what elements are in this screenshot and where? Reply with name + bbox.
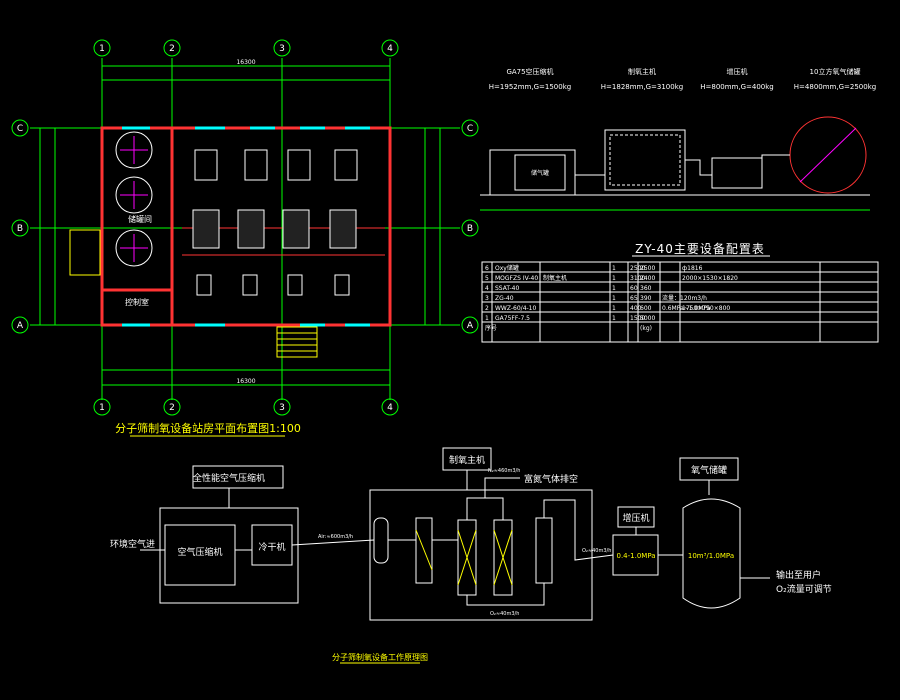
- flow-compressor-group: 全性能空气压缩机: [193, 472, 265, 484]
- grid-row-b-left: B: [17, 224, 23, 234]
- table-cell: GA75FF-7.5: [495, 315, 530, 322]
- table-cell: 5000: [640, 315, 655, 322]
- flow-booster-spec: 0.4-1.0MPa: [616, 552, 655, 560]
- flow-booster: 增压机: [622, 512, 649, 524]
- grid-col-1-bottom: 1: [99, 403, 105, 413]
- table-cell: ZG-40: [495, 295, 514, 302]
- table-cell: 1750×750×800: [682, 305, 730, 312]
- flow-o2-rate-b: O₂≈40m3/h: [490, 611, 519, 617]
- table-cell: MOGFZS IV-40: [495, 275, 538, 282]
- table-cell: 360: [640, 285, 652, 292]
- grid-row-c-right: C: [467, 124, 473, 134]
- table-cell: 1: [612, 285, 616, 292]
- elev-spec-2: H=800mm,G=400kg: [700, 83, 774, 91]
- elev-spec-1: H=1828mm,G=3100kg: [601, 83, 683, 91]
- table-cell: 4: [485, 285, 489, 292]
- table-cell: 1500: [630, 315, 645, 322]
- elev-box-label: 储气罐: [531, 169, 549, 177]
- table-cell: 1: [612, 275, 616, 282]
- table-cell: WWZ-60/4-10: [495, 305, 536, 312]
- table-cell: 6: [485, 265, 489, 272]
- table-cell: ф1816: [682, 265, 703, 272]
- grid-row-c-left: C: [17, 124, 23, 134]
- grid-row-a-right: A: [467, 321, 474, 331]
- flow-dryer: 冷干机: [258, 541, 285, 553]
- table-cell: 2500: [630, 265, 645, 272]
- grid-row-b-right: B: [467, 224, 473, 234]
- flow-air-compressor: 空气压缩机: [177, 546, 222, 558]
- elev-name-3: 10立方氧气储罐: [810, 67, 861, 76]
- room-label-tank: 储罐间: [128, 214, 152, 224]
- equipment-elevation: GA75空压缩机 H=1952mm,G=1500kg 制氧主机 H=1828mm…: [480, 67, 876, 211]
- table-cell: 65: [630, 295, 638, 302]
- grid-col-3-top: 3: [279, 44, 285, 54]
- table-cell: 5: [485, 275, 489, 282]
- elev-name-2: 增压机: [727, 67, 748, 76]
- floor-plan: 1 2 3 4 1 2 3 4 C B A C B A 16300 16300: [11, 39, 479, 437]
- grid-col-3-bottom: 3: [279, 403, 285, 413]
- flow-tank: 氧气储罐: [691, 464, 727, 476]
- grid-row-a-left: A: [17, 321, 24, 331]
- table-cell: 2000×1530×1820: [682, 275, 738, 282]
- table-cell: 1: [612, 315, 616, 322]
- table-cell: 600: [640, 305, 652, 312]
- table-cell: 3: [485, 295, 489, 302]
- table-cell: 3100: [630, 275, 645, 282]
- flow-n2-rate: N₂≈460m3/h: [488, 468, 520, 474]
- table-title: ZY-40主要设备配置表: [635, 242, 765, 256]
- table-cell: 流量：120m3/h: [662, 294, 707, 302]
- elev-name-1: 制氧主机: [628, 67, 656, 76]
- table-cell: 2400: [640, 275, 655, 282]
- elev-name-0: GA75空压缩机: [506, 67, 553, 76]
- table-cell: 序号: [485, 324, 497, 332]
- table-cell: 1: [612, 305, 616, 312]
- grid-col-2-bottom: 2: [169, 403, 175, 413]
- table-cell: (kg): [640, 325, 652, 332]
- flow-tank-spec: 10m³/1.0MPa: [688, 552, 734, 560]
- dim-total-top: 16300: [236, 59, 255, 66]
- grid-col-4-top: 4: [387, 44, 393, 54]
- dim-total-bottom: 16300: [236, 378, 255, 385]
- table-cell: 2500: [640, 265, 655, 272]
- table-cell: 1: [612, 265, 616, 272]
- grid-col-2-top: 2: [169, 44, 175, 54]
- flow-air-in: 环境空气进: [110, 538, 155, 550]
- table-cell: Oxy储罐: [495, 264, 519, 272]
- elev-spec-3: H=4800mm,G=2500kg: [794, 83, 876, 91]
- grid-col-1-top: 1: [99, 44, 105, 54]
- floor-plan-title: 分子筛制氧设备站房平面布置图1:100: [115, 421, 301, 435]
- process-flow: 全性能空气压缩机 环境空气进 空气压缩机 冷干机 制氧主机 富氮气体排空 增压机…: [110, 447, 832, 664]
- table-cell: 0.6MPa~1.0MPa: [662, 305, 711, 312]
- flow-output-1: 输出至用户: [776, 569, 821, 581]
- flow-air-rate: Air:≈600m3/h: [318, 534, 353, 540]
- table-cell: 1: [485, 315, 489, 322]
- grid-col-4-bottom: 4: [387, 403, 393, 413]
- flow-output-2: O₂流量可调节: [776, 583, 832, 595]
- table-cell: 1: [612, 295, 616, 302]
- table-cell: SSAT-40: [495, 285, 519, 292]
- flow-o2-rate: O₂≈40m3/h: [582, 548, 611, 554]
- flow-vent: 富氮气体排空: [524, 473, 578, 485]
- table-cell: 2: [485, 305, 489, 312]
- table-cell: 制氧主机: [543, 274, 567, 282]
- table-cell: 400: [630, 305, 642, 312]
- elev-spec-0: H=1952mm,G=1500kg: [489, 83, 571, 91]
- table-cell: 60: [630, 285, 638, 292]
- table-cell: 390: [640, 295, 652, 302]
- room-label-control: 控制室: [125, 297, 149, 307]
- process-flow-title: 分子筛制氧设备工作原理图: [332, 652, 428, 662]
- flow-oxy-host: 制氧主机: [449, 454, 485, 466]
